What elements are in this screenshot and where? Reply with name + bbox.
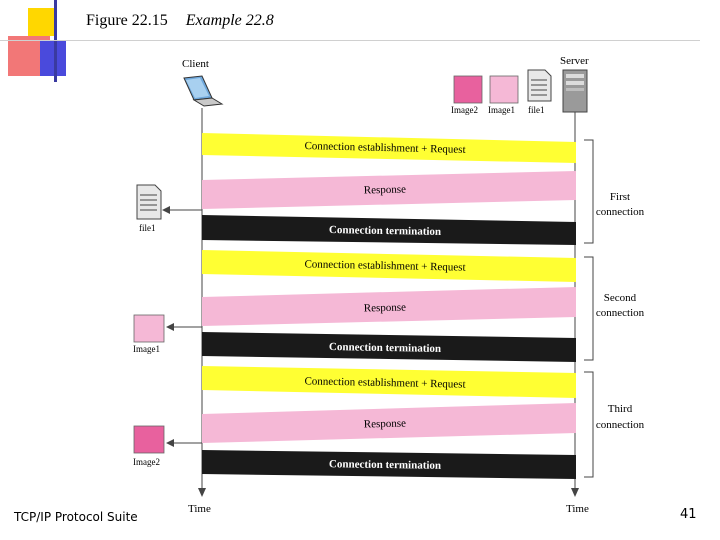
band-6-label: Connection termination [329, 341, 441, 355]
band-5-label: Response [364, 301, 407, 314]
slide-title: Figure 22.15 Example 22.8 [86, 12, 274, 30]
footer-text: TCP/IP Protocol Suite [14, 510, 138, 524]
bracket-third-connection [584, 371, 594, 478]
band-3-connection-termination [202, 215, 576, 245]
corner-vertical-line [54, 0, 57, 82]
second-connection-line2: connection [596, 307, 645, 319]
arrow-to-file1-head [162, 206, 170, 214]
band-5-response [202, 287, 576, 326]
band-3-label: Connection termination [329, 224, 441, 238]
server-file-label-image1: Image1 [488, 105, 515, 115]
band-1-label: Connection establishment + Request [304, 140, 465, 156]
figure-label: Figure 22.15 [86, 12, 168, 29]
bracket-first-connection [584, 139, 594, 244]
band-4-connection-request [202, 250, 576, 282]
band-9-label: Connection termination [329, 458, 441, 472]
first-connection-line1: First [610, 191, 630, 203]
client-label: Client [182, 58, 209, 70]
first-connection-line2: connection [596, 206, 645, 218]
band-7-connection-request [202, 366, 576, 398]
received-file1-icon [136, 184, 162, 220]
bracket-second-connection [584, 256, 594, 361]
received-image2-icon [133, 425, 165, 454]
server-icon [562, 69, 588, 113]
server-label: Server [560, 55, 589, 67]
band-6-connection-termination [202, 332, 576, 362]
received-file1-label: file1 [139, 223, 156, 233]
server-timeline-arrowhead [571, 488, 579, 497]
band-8-label: Response [364, 417, 407, 430]
corner-square-blue [40, 40, 66, 76]
page-number: 41 [680, 507, 697, 522]
client-time-label: Time [188, 503, 211, 515]
server-time-label: Time [566, 503, 589, 515]
band-1-connection-request [202, 133, 576, 163]
third-connection-line2: connection [596, 419, 645, 431]
example-label: Example 22.8 [185, 12, 274, 29]
received-image1-label: Image1 [133, 344, 160, 354]
band-4-label: Connection establishment + Request [304, 258, 465, 273]
band-9-connection-termination [202, 450, 576, 479]
client-laptop-icon [183, 75, 224, 107]
server-file-label-file1: file1 [528, 105, 545, 115]
server-image1-icon [489, 75, 519, 104]
band-7-label: Connection establishment + Request [304, 375, 465, 390]
band-2-response [202, 171, 576, 209]
arrow-to-image1-head [166, 323, 174, 331]
server-image2-icon [453, 75, 483, 104]
received-image2-label: Image2 [133, 457, 160, 467]
third-connection-line1: Third [608, 403, 633, 415]
corner-horizontal-line [0, 40, 700, 41]
client-timeline-arrowhead [198, 488, 206, 497]
server-file1-icon [527, 69, 552, 102]
arrow-to-image2-head [166, 439, 174, 447]
second-connection-line1: Second [604, 292, 637, 304]
band-2-label: Response [364, 183, 407, 196]
server-file-label-image2: Image2 [451, 105, 478, 115]
corner-square-yellow [28, 8, 56, 36]
band-8-response [202, 403, 576, 443]
received-image1-icon [133, 314, 165, 343]
